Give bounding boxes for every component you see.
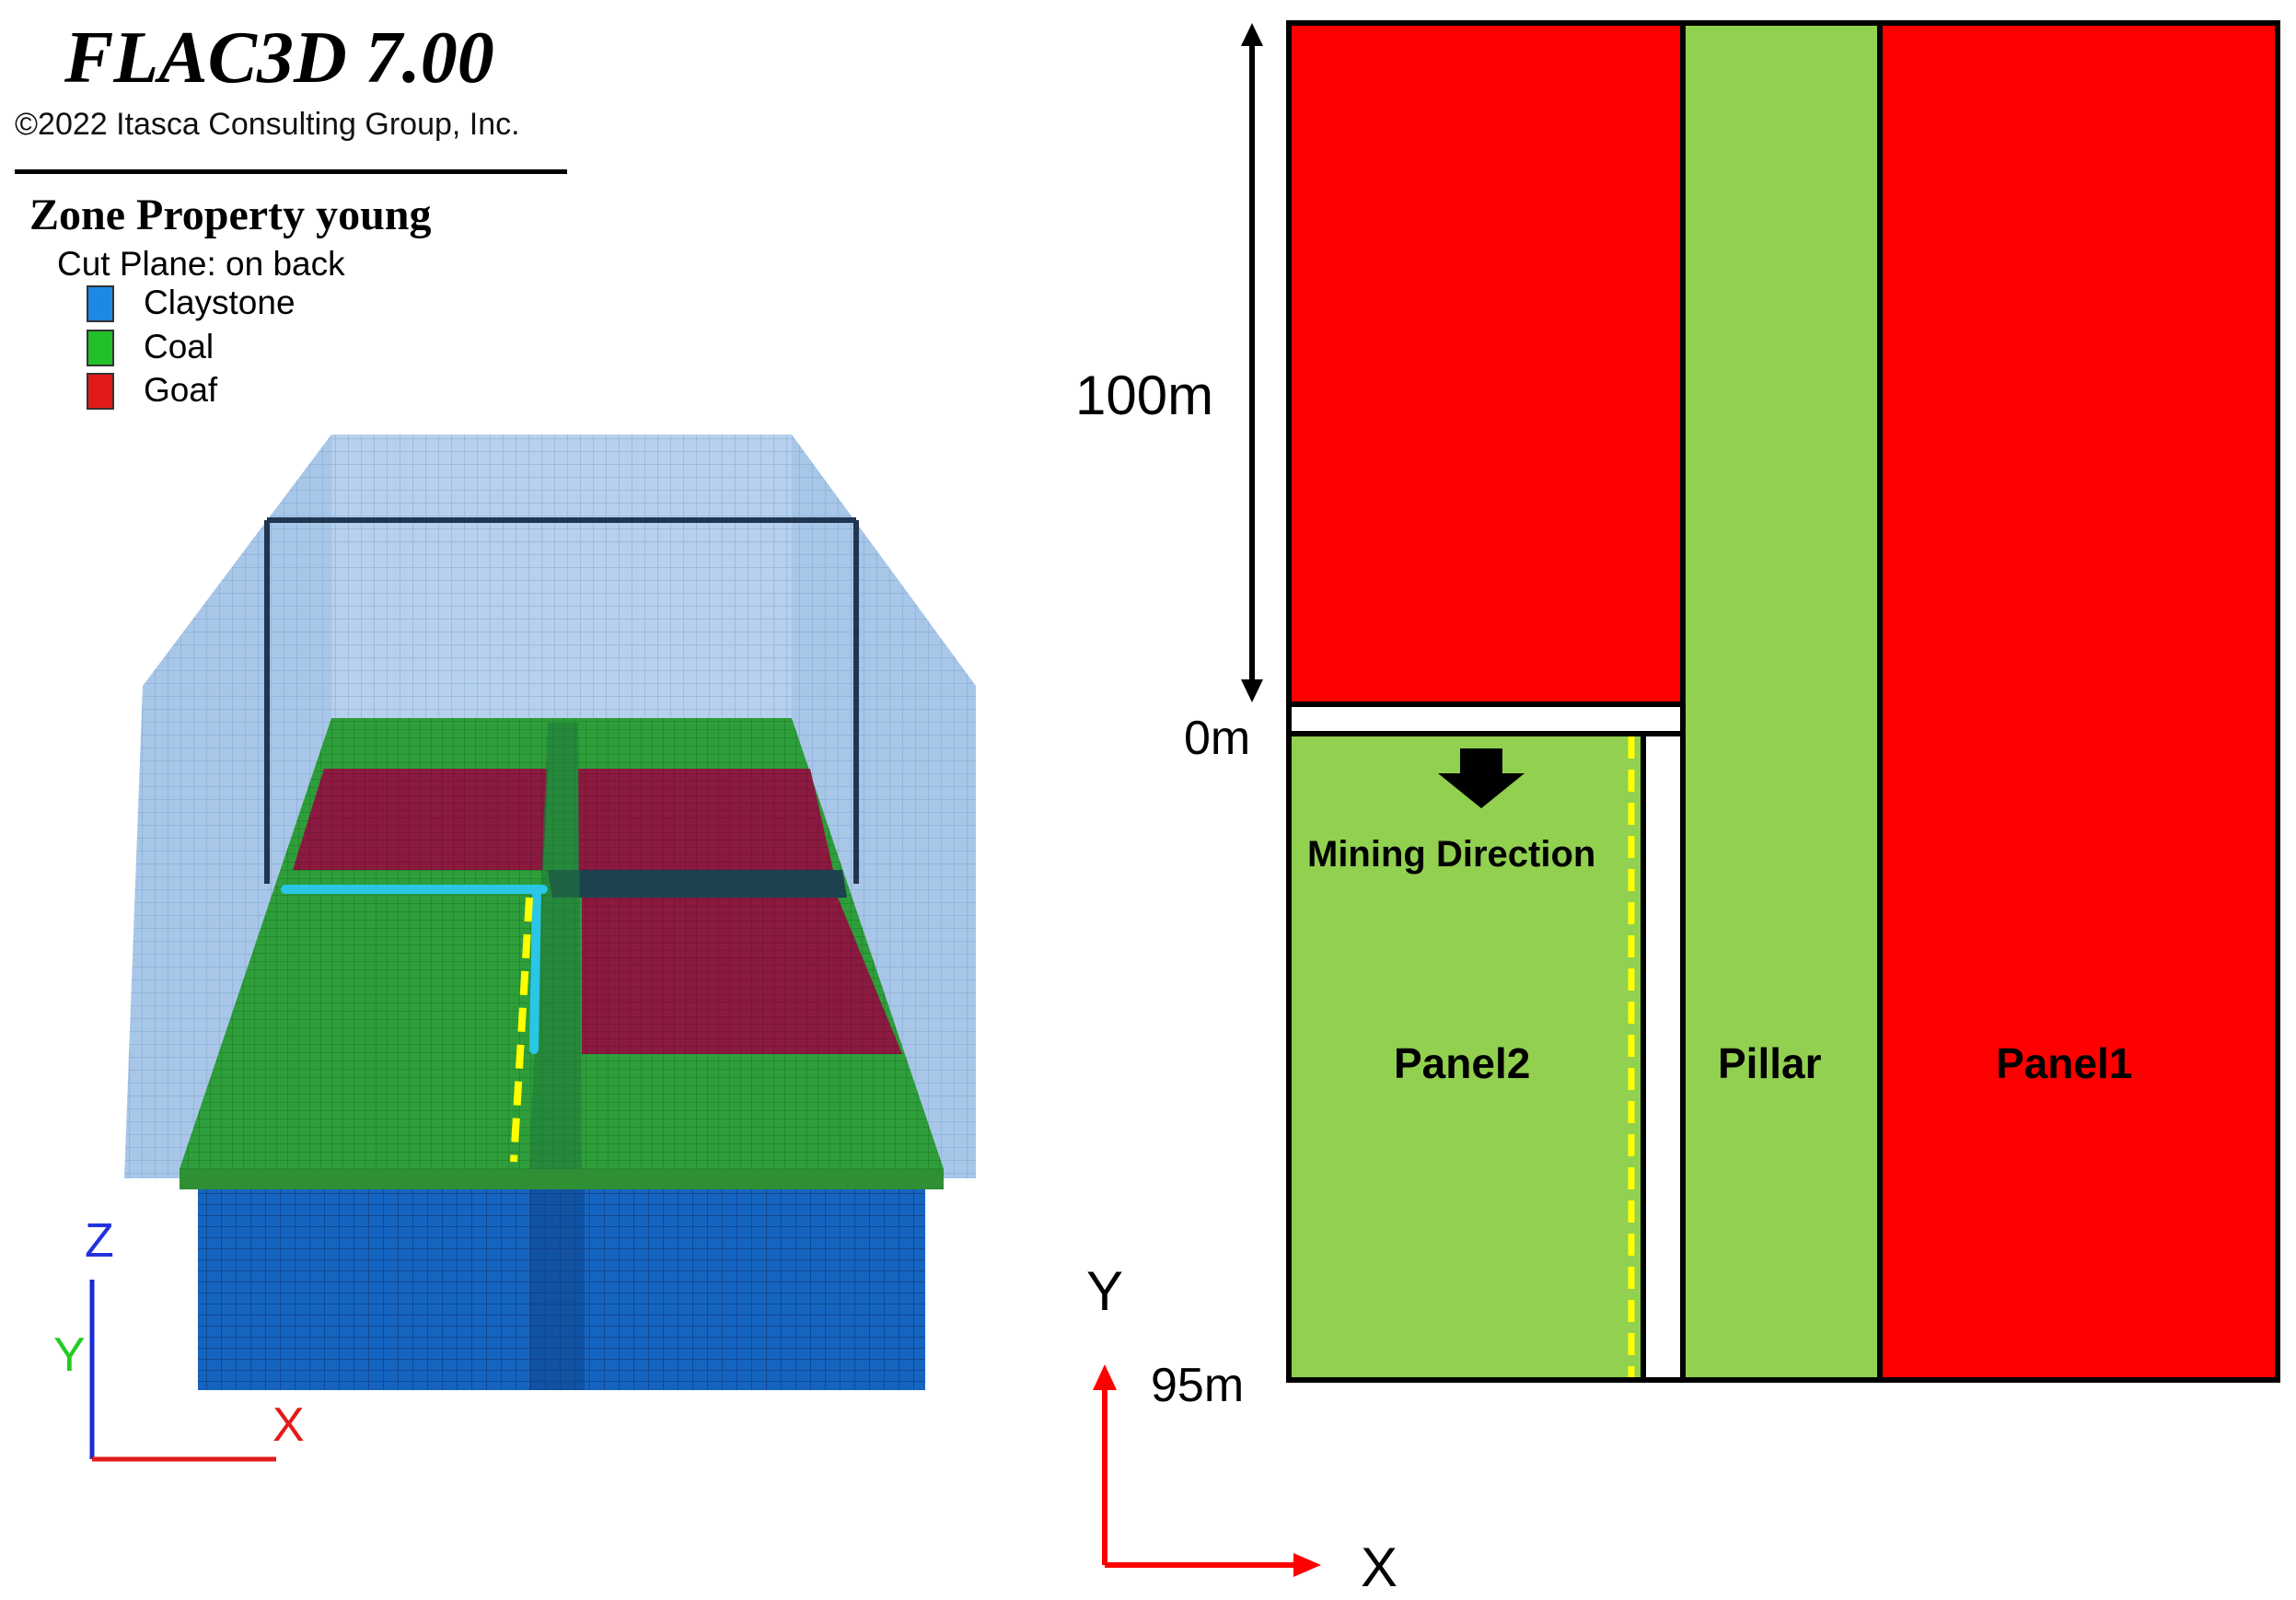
legend-title: Zone Property young	[29, 191, 432, 239]
dimension-label-0m: 0m	[1184, 712, 1251, 765]
mining-direction-arrow	[1438, 748, 1525, 808]
plan-axis-label-x: X	[1361, 1536, 1398, 1598]
panel2-region	[1286, 731, 1646, 1383]
legend-label-goaf: Goaf	[144, 371, 218, 409]
axis-label-y: Y	[53, 1328, 86, 1382]
model-axes	[89, 1280, 276, 1462]
dimension-label-95m: 95m	[1151, 1359, 1245, 1412]
header-divider	[15, 169, 567, 174]
dimension-label-100m: 100m	[1075, 365, 1214, 426]
roadway-gap-vertical	[1641, 731, 1686, 1383]
legend-label-coal: Coal	[144, 328, 215, 365]
coal-swatch	[87, 330, 114, 366]
panel2-label: Panel2	[1394, 1039, 1531, 1087]
claystone-swatch	[87, 285, 114, 322]
claystone-floor-block	[180, 1169, 944, 1390]
software-title: FLAC3D 7.00	[64, 17, 494, 99]
copyright-text: ©2022 Itasca Consulting Group, Inc.	[15, 107, 520, 142]
cut-plane-label: Cut Plane: on back	[57, 245, 345, 283]
model-frame-edges	[264, 517, 859, 884]
dimension-arrow-100m	[1241, 23, 1263, 702]
plan-axis-label-y: Y	[1086, 1260, 1124, 1322]
goaf-upper-panel2	[1286, 20, 1686, 707]
coal-seam-floor	[180, 718, 944, 1169]
panel1-region	[1877, 20, 2280, 1383]
plan-axes	[1093, 1364, 1321, 1577]
goaf-swatch	[87, 373, 114, 410]
mining-direction-label: Mining Direction	[1307, 834, 1596, 875]
roadway-line	[281, 885, 548, 1054]
axis-label-z: Z	[85, 1214, 114, 1268]
axis-label-x: X	[273, 1398, 305, 1452]
claystone-overburden	[124, 435, 976, 1178]
pillar-label: Pillar	[1718, 1039, 1822, 1087]
roadway-gap-horizontal	[1286, 701, 1686, 736]
marker-line-3d	[510, 897, 533, 1163]
panel1-label: Panel1	[1996, 1039, 2133, 1087]
pillar-region	[1680, 20, 1883, 1383]
legend-label-claystone: Claystone	[144, 284, 296, 321]
